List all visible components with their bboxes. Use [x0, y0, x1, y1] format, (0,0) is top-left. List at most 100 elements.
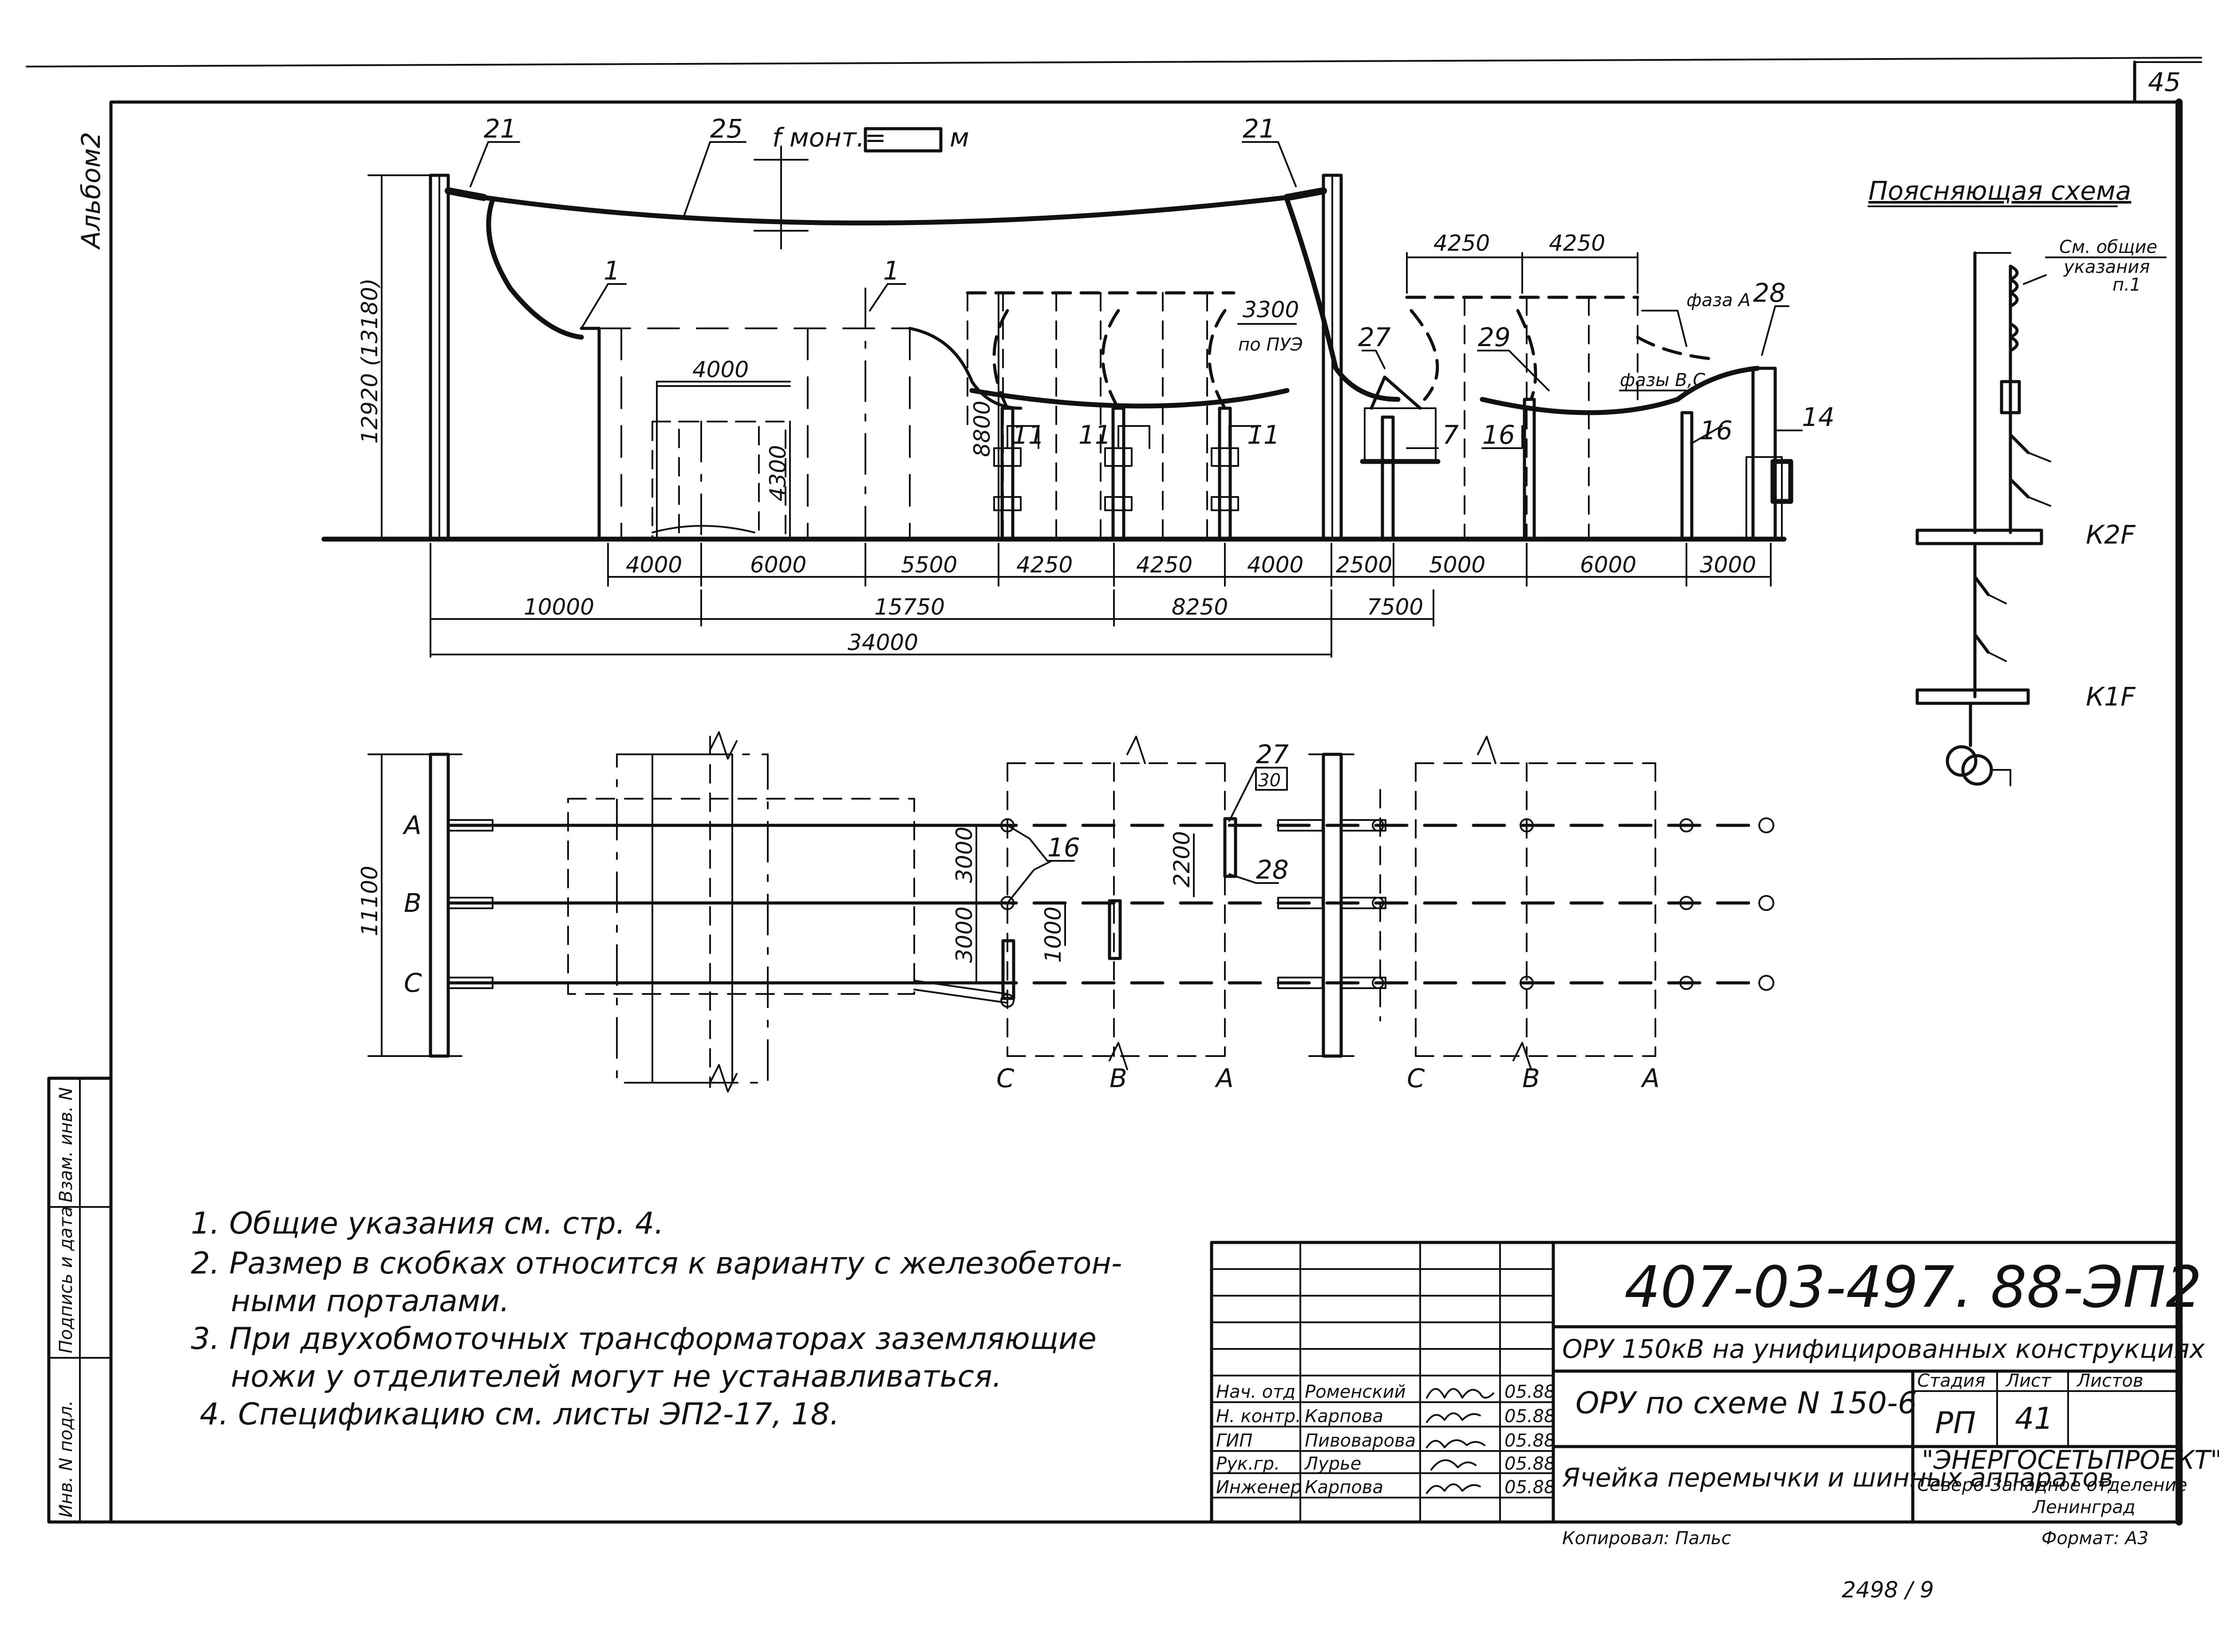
callout-29: 29 [1478, 322, 1511, 352]
label-k2f: К2F [2086, 520, 2136, 550]
sig-date-1: 05.88 [1504, 1406, 1556, 1427]
scheme-title: Поясняющая схема [1868, 176, 2131, 206]
callout-27: 27 [1358, 322, 1391, 352]
copied-by: Копировал: Пальс [1562, 1528, 1731, 1549]
dim-r3-0: 34000 [848, 630, 918, 655]
note-3-cont: ножи у отделителей могут не устанавливат… [231, 1359, 1002, 1394]
dim-chain-row1 [607, 543, 1772, 587]
dim-r2-0: 10000 [524, 594, 594, 620]
sig-date-3: 05.88 [1504, 1454, 1556, 1474]
sig-date-2: 05.88 [1504, 1431, 1556, 1451]
plan-dim-3000-b: 3000 [952, 907, 977, 963]
organization-1: "ЭНЕРГОСЕТЬПРОЕКТ" [1922, 1445, 2219, 1475]
dashed-loops-bay1 [966, 291, 1236, 540]
sig-name-1: Карпова [1305, 1406, 1383, 1427]
plan-view: 11100 3000 3000 1000 2200 А В С С В А С … [357, 731, 1774, 1093]
stamp-replaced-inv: Взам. инв. N [56, 1087, 76, 1203]
col-sheets: Листов [2076, 1371, 2143, 1391]
phase-bottom-a2: А [1640, 1063, 1660, 1093]
plan-dim-1000: 1000 [1040, 907, 1066, 963]
dim-r2-3: 7500 [1367, 594, 1423, 620]
callout-16-b: 16 [1700, 415, 1733, 446]
apparatus-27 [1360, 375, 1441, 541]
dim-r1-4: 4250 [1136, 552, 1192, 578]
sig-role-1: Н. контр. [1216, 1406, 1301, 1427]
sig-name-2: Пивоварова [1305, 1431, 1416, 1451]
apparatus-11-c [1211, 406, 1239, 541]
dim-height-4300: 4300 [765, 445, 791, 501]
stamp-inv-number: Инв. N подл. [56, 1400, 76, 1518]
callout-21-left: 21 [484, 114, 517, 144]
note-ref-1: См. общие [2059, 237, 2157, 257]
dim-height-main: 12920 (13180) [357, 278, 383, 444]
dim-r1-6: 2500 [1336, 552, 1392, 578]
label-k1f: К1F [2086, 682, 2136, 712]
plan-callout-28: 28 [1256, 855, 1289, 885]
dim-r1-2: 5500 [901, 552, 957, 578]
sag-label: f монт.= [772, 122, 886, 153]
plan-grid-bay2 [1379, 762, 1656, 1057]
sig-role-2: ГИП [1216, 1431, 1252, 1451]
note-2-cont: ными порталами. [231, 1284, 509, 1319]
dim-chain-row2 [430, 543, 1434, 658]
phase-bottom-b1: В [1110, 1063, 1127, 1093]
sig-name-4: Карпова [1305, 1477, 1383, 1498]
note-ref-3: п.1 [2112, 275, 2141, 295]
sheet-value: 41 [2015, 1401, 2053, 1436]
dim-r1-7: 5000 [1429, 552, 1485, 578]
plan-callout-30: 30 [1258, 770, 1281, 791]
dim-r1-3: 4250 [1016, 552, 1073, 578]
phase-bottom-a1: А [1214, 1063, 1234, 1093]
transformer-outline [651, 421, 786, 540]
dim-r1-0: 4000 [626, 552, 682, 578]
bottom-number: 2498 / 9 [1842, 1577, 1934, 1603]
callout-11-b: 11 [1078, 420, 1111, 450]
callout-14: 14 [1802, 402, 1835, 432]
callout-1-b: 1 [883, 256, 900, 286]
note-3: 3. При двухобмоточных трансформаторах за… [191, 1321, 1097, 1356]
transformer-plan-outline [567, 736, 1008, 1088]
note-4: 4. Спецификацию см. листы ЭП2-17, 18. [200, 1397, 839, 1432]
callout-11-c: 11 [1247, 420, 1280, 450]
sheet-number: 45 [2148, 67, 2181, 97]
doc-code: 407-03-497. 88-ЭП2 [1624, 1254, 2202, 1321]
organization-2: Северо-Западное отделение [1917, 1475, 2187, 1495]
project-title: ОРУ 150кВ на унифицированных конструкция… [1562, 1334, 2205, 1364]
dim-top-4000: 4000 [692, 357, 749, 382]
flexible-busbar-25 [481, 195, 1290, 225]
plan-callout-27: 27 [1256, 739, 1289, 769]
apparatus-16-b [1680, 411, 1694, 541]
sig-role-4: Инженер [1216, 1477, 1302, 1498]
explanatory-scheme: Поясняющая схема К2F К1F См. общи [1868, 176, 2167, 786]
sig-name-3: Лурье [1304, 1454, 1361, 1474]
dim-top-4250-a: 4250 [1433, 230, 1490, 256]
height-dimensions [367, 174, 999, 540]
col-stage: Стадия [1917, 1371, 1985, 1391]
col-sheet: Лист [2005, 1371, 2052, 1391]
album-label: Альбом2 [76, 132, 106, 250]
sig-date-4: 05.88 [1504, 1477, 1556, 1498]
callout-16-a: 16 [1482, 420, 1515, 450]
clearance-label-2: по ПУЭ [1238, 335, 1303, 355]
dashed-loops-bay2 [1405, 296, 1760, 540]
clearance-label-1: 3300 [1243, 297, 1299, 323]
sheet-title-1: Ячейка перемычки и шинных аппаратов [1562, 1463, 2113, 1493]
apparatus-16-a [1523, 398, 1536, 541]
elevation-view: 12920 (13180) 8800 4300 4000 4250 4250 3… [321, 114, 1835, 658]
stamp-signature-date: Подпись и дата [56, 1206, 76, 1353]
apparatus-11-a [993, 406, 1022, 541]
stage-value: РП [1935, 1406, 1976, 1441]
dim-r2-1: 15750 [874, 594, 945, 620]
elevation-callouts: 21 25 21 1 1 27 29 фаза А 28 фазы В,С 11… [470, 114, 1835, 450]
phase-bottom-c1: С [996, 1063, 1015, 1093]
plan-dimensions [367, 753, 1195, 1057]
signature-scribbles [1426, 1388, 1494, 1494]
callout-7: 7 [1442, 420, 1459, 450]
sig-role-0: Нач. отд [1216, 1382, 1295, 1402]
dim-r1-8: 6000 [1580, 552, 1636, 578]
phase-bottom-c2: С [1407, 1063, 1425, 1093]
dim-r1-1: 6000 [750, 552, 806, 578]
format-label: Формат: А3 [2041, 1528, 2148, 1549]
general-notes: 1. Общие указания см. стр. 4. 2. Размер … [191, 1206, 1122, 1432]
